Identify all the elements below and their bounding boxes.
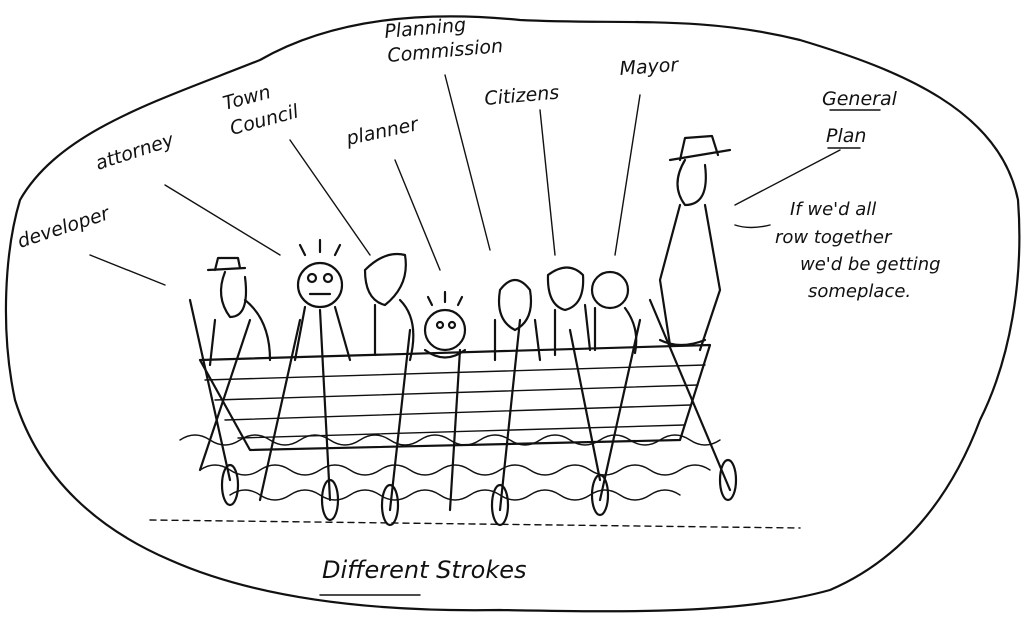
water-waves <box>179 434 721 501</box>
oars <box>188 298 738 527</box>
label-planner: planner <box>343 113 421 150</box>
figure-town-council <box>363 252 415 362</box>
quote-line-2: row together <box>775 227 893 248</box>
label-attorney: attorney <box>93 129 178 175</box>
figure-attorney <box>293 238 352 362</box>
quote-line-4: someplace. <box>808 281 911 302</box>
leader-lines <box>89 74 881 596</box>
label-general-plan-line2: Plan <box>826 125 866 147</box>
figure-planner <box>423 290 467 359</box>
quote-line-1: If we'd all <box>790 199 876 220</box>
figure-mayor <box>590 270 638 355</box>
blob-outline <box>4 15 1021 613</box>
label-developer: developer <box>15 202 113 253</box>
label-citizens: Citizens <box>484 82 561 110</box>
label-mayor: Mayor <box>619 54 680 80</box>
figure-developer <box>206 256 272 367</box>
quote-line-3: we'd be getting <box>800 254 941 275</box>
label-general-plan-line1: General <box>822 88 898 110</box>
caption-title: Different Strokes <box>322 556 526 584</box>
horizon-line <box>149 519 801 529</box>
figure-planning-commissioner <box>493 278 542 362</box>
figure-citizen <box>546 266 592 357</box>
figure-general-plan <box>658 134 732 352</box>
